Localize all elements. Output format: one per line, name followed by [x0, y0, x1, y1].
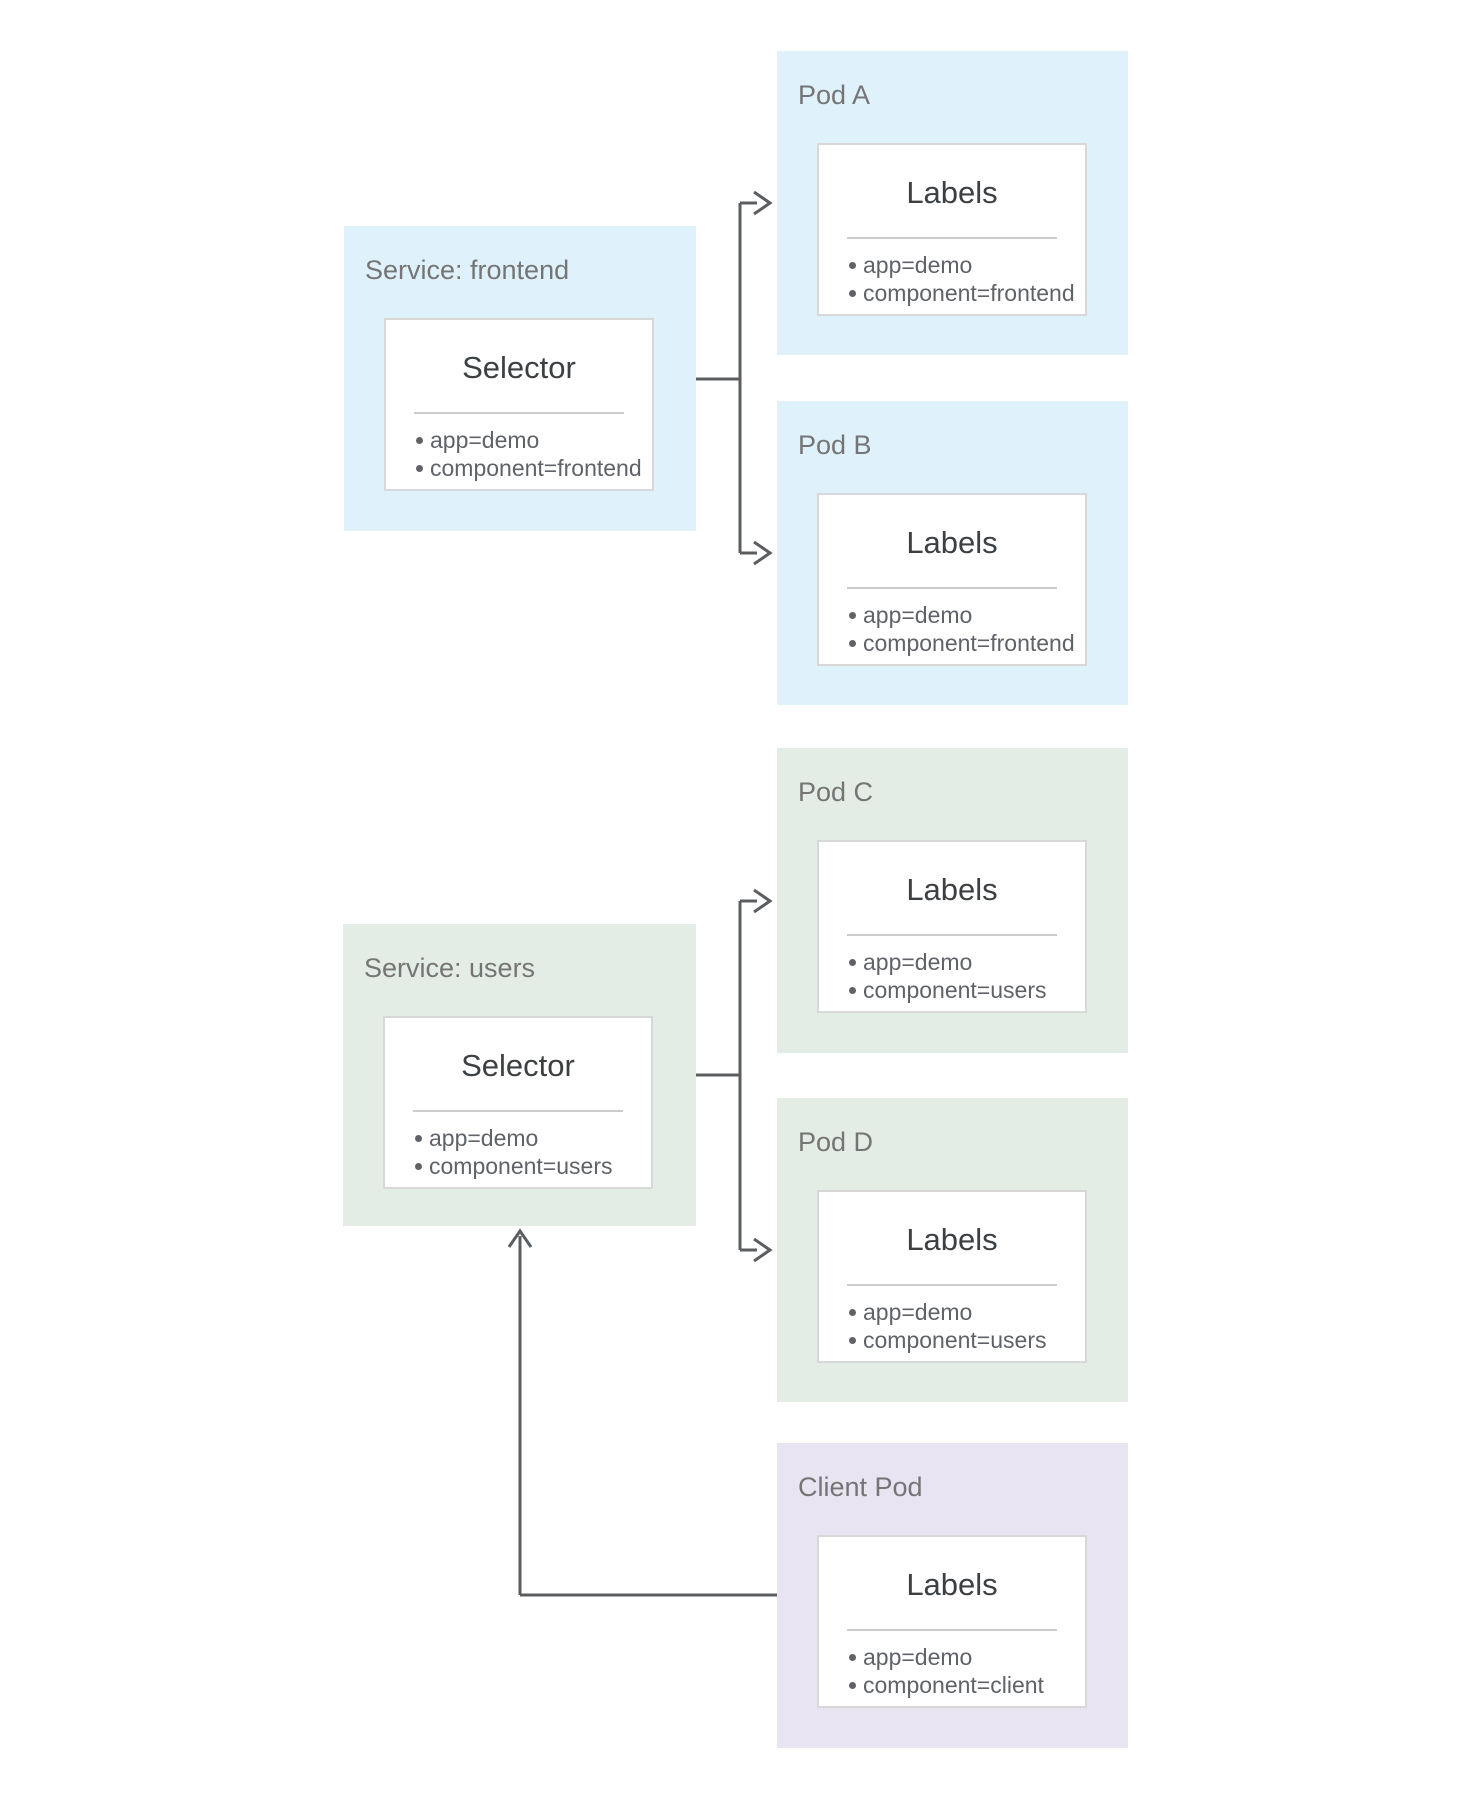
service-frontend-selector-card: Selector app=demo component=frontend [384, 318, 654, 491]
label-item: component=frontend [849, 279, 1085, 307]
arrowhead-pod-c [753, 888, 773, 914]
selector-item: component=users [415, 1152, 651, 1180]
arrowhead-service-users [507, 1228, 533, 1248]
label-item: component=frontend [849, 629, 1085, 657]
selector-item: app=demo [416, 426, 652, 454]
label-item-list: app=demo component=users [819, 1298, 1085, 1354]
selector-item-list: app=demo component=users [385, 1124, 651, 1180]
label-item: app=demo [849, 948, 1085, 976]
labels-card-heading: Labels [906, 1567, 998, 1602]
arrowhead-pod-a [753, 190, 773, 216]
client-pod-box: Client Pod Labels app=demo component=cli… [777, 1443, 1128, 1748]
label-item: component=users [849, 1326, 1085, 1354]
arrowhead-pod-d [753, 1237, 773, 1263]
card-divider [847, 587, 1057, 589]
label-item: component=client [849, 1671, 1085, 1699]
card-divider [414, 412, 624, 414]
label-item-list: app=demo component=frontend [819, 601, 1085, 657]
labels-card-heading: Labels [906, 525, 998, 560]
client-pod-labels-card: Labels app=demo component=client [817, 1535, 1087, 1708]
label-item: app=demo [849, 1298, 1085, 1326]
service-users-selector-card: Selector app=demo component=users [383, 1016, 653, 1189]
label-item: app=demo [849, 251, 1085, 279]
label-item-list: app=demo component=users [819, 948, 1085, 1004]
selector-card-heading: Selector [462, 350, 576, 385]
pod-d-labels-card: Labels app=demo component=users [817, 1190, 1087, 1363]
selector-item: app=demo [415, 1124, 651, 1152]
pod-a-title: Pod A [798, 80, 871, 110]
pod-a-labels-card: Labels app=demo component=frontend [817, 143, 1087, 316]
pod-d-title: Pod D [798, 1127, 874, 1157]
selector-item-list: app=demo component=frontend [386, 426, 652, 482]
label-item: app=demo [849, 1643, 1085, 1671]
pod-b-box: Pod B Labels app=demo component=frontend [777, 401, 1128, 705]
pod-b-title: Pod B [798, 430, 872, 460]
pod-c-title: Pod C [798, 777, 874, 807]
service-frontend-title: Service: frontend [365, 255, 570, 285]
labels-card-heading: Labels [906, 872, 998, 907]
card-divider [413, 1110, 623, 1112]
selector-card-heading: Selector [461, 1048, 575, 1083]
pod-d-box: Pod D Labels app=demo component=users [777, 1098, 1128, 1402]
label-item: component=users [849, 976, 1085, 1004]
pod-b-labels-card: Labels app=demo component=frontend [817, 493, 1087, 666]
selector-item: component=frontend [416, 454, 652, 482]
service-frontend-box: Service: frontend Selector app=demo comp… [344, 226, 696, 531]
label-item-list: app=demo component=frontend [819, 251, 1085, 307]
arrowhead-pod-b [753, 540, 773, 566]
service-users-box: Service: users Selector app=demo compone… [343, 924, 696, 1226]
labels-card-heading: Labels [906, 175, 998, 210]
service-users-title: Service: users [364, 953, 536, 983]
pod-a-box: Pod A Labels app=demo component=frontend [777, 51, 1128, 355]
card-divider [847, 934, 1057, 936]
label-item: app=demo [849, 601, 1085, 629]
pod-c-box: Pod C Labels app=demo component=users [777, 748, 1128, 1053]
client-pod-title: Client Pod [798, 1472, 923, 1502]
label-item-list: app=demo component=client [819, 1643, 1085, 1699]
labels-card-heading: Labels [906, 1222, 998, 1257]
card-divider [847, 237, 1057, 239]
card-divider [847, 1284, 1057, 1286]
pod-c-labels-card: Labels app=demo component=users [817, 840, 1087, 1013]
card-divider [847, 1629, 1057, 1631]
